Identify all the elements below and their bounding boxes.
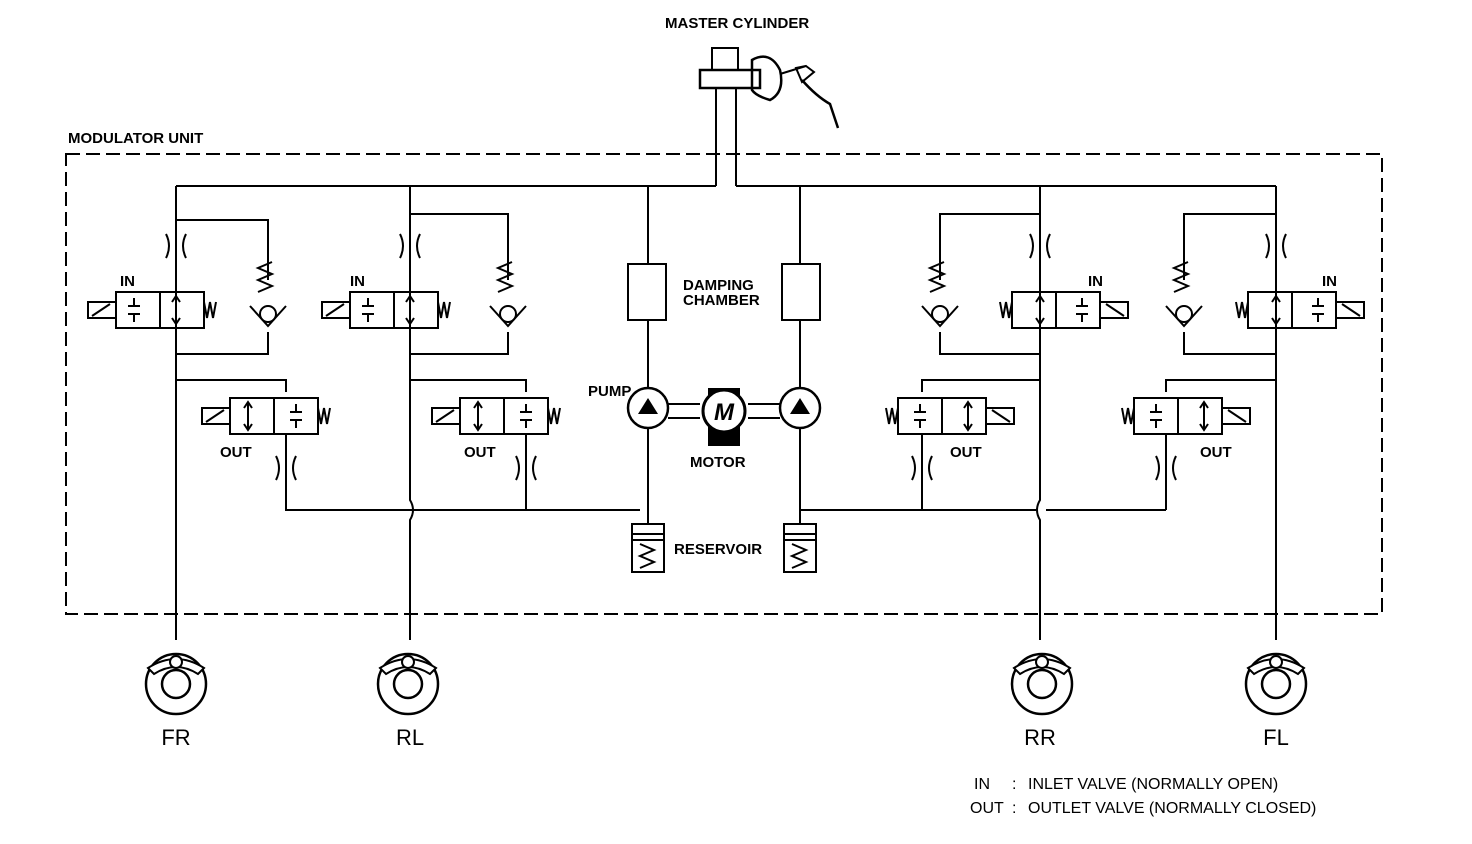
wheel-rl: RL	[376, 652, 440, 750]
svg-text:OUTLET VALVE (NORMALLY CLOSED): OUTLET VALVE (NORMALLY CLOSED)	[1028, 800, 1316, 817]
svg-text:OUT: OUT	[950, 444, 982, 461]
svg-text:IN: IN	[1088, 273, 1103, 290]
wheel-rr: RR	[1010, 652, 1074, 750]
svg-text::: :	[1012, 776, 1016, 793]
svg-text:IN: IN	[120, 273, 135, 290]
reservoir-right	[783, 523, 817, 573]
svg-text:INLET VALVE (NORMALLY OPEN): INLET VALVE (NORMALLY OPEN)	[1028, 776, 1278, 793]
pump-label: PUMP	[588, 383, 631, 400]
pump-section	[627, 186, 1036, 524]
motor-label: MOTOR	[690, 454, 746, 471]
svg-text:OUT: OUT	[464, 444, 496, 461]
rl-circuit	[409, 186, 527, 640]
wheel-fr: FR	[144, 652, 208, 750]
svg-text:OUT: OUT	[970, 800, 1004, 817]
svg-text:DAMPING: DAMPING	[683, 277, 754, 294]
svg-text:CHAMBER: CHAMBER	[683, 292, 760, 309]
pump-left	[626, 386, 670, 430]
modulator-unit-label: MODULATOR UNIT	[68, 130, 203, 147]
rr-circuit	[921, 186, 1166, 640]
pump-right	[778, 386, 822, 430]
motor: M	[701, 388, 747, 446]
legend-row-out: OUT : OUTLET VALVE (NORMALLY CLOSED)	[970, 800, 1316, 817]
wheel-fl: FL	[1244, 652, 1308, 750]
svg-text:OUT: OUT	[1200, 444, 1232, 461]
svg-text:OUT: OUT	[220, 444, 252, 461]
motor-symbol: M	[714, 399, 735, 426]
damping-chamber-label: DAMPING CHAMBER	[683, 277, 760, 309]
valve-tags: IN IN IN IN OUT OUT OUT OUT	[120, 273, 1337, 461]
master-cylinder-label: MASTER CYLINDER	[665, 15, 809, 32]
fr-circuit	[175, 186, 640, 640]
wheel-label-rr: RR	[1024, 725, 1056, 750]
wheel-label-fr: FR	[161, 725, 190, 750]
fl-circuit	[1165, 186, 1277, 640]
svg-text:IN: IN	[350, 273, 365, 290]
wheel-label-rl: RL	[396, 725, 424, 750]
svg-text:IN: IN	[1322, 273, 1337, 290]
master-cylinder: MASTER CYLINDER	[665, 15, 840, 186]
svg-text:IN: IN	[974, 776, 990, 793]
wheel-label-fl: FL	[1263, 725, 1289, 750]
modulator-unit: MODULATOR UNIT	[65, 130, 1383, 615]
svg-text::: :	[1012, 800, 1016, 817]
legend: IN : INLET VALVE (NORMALLY OPEN) OUT : O…	[970, 776, 1316, 817]
reservoir-left	[631, 523, 665, 573]
reservoir-label: RESERVOIR	[674, 541, 762, 558]
legend-row-in: IN : INLET VALVE (NORMALLY OPEN)	[974, 776, 1278, 793]
